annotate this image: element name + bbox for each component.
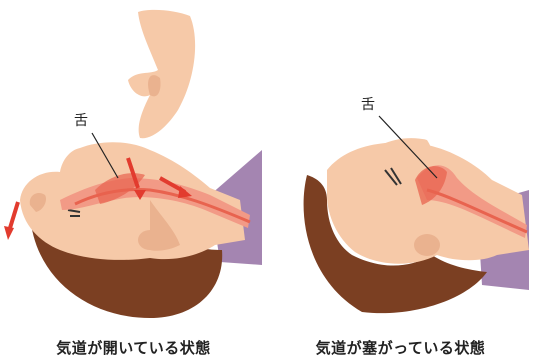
airway-open-illustration [0, 0, 267, 330]
arrow-3-head [4, 226, 14, 240]
caption-airway-open: 気道が開いている状態 [0, 337, 267, 358]
ear [414, 234, 440, 256]
airway-blocked-illustration [267, 0, 534, 330]
airway-open-panel: 舌 気道が開いている状態 [0, 0, 267, 361]
tongue-label: 舌 [74, 110, 88, 130]
hand [128, 10, 195, 138]
caption-airway-blocked: 気道が塞がっている状態 [267, 337, 534, 358]
tongue-label: 舌 [361, 94, 375, 114]
airway-blocked-panel: 舌 気道が塞がっている状態 [267, 0, 534, 361]
ear [138, 230, 162, 250]
arrow-3 [10, 202, 18, 228]
